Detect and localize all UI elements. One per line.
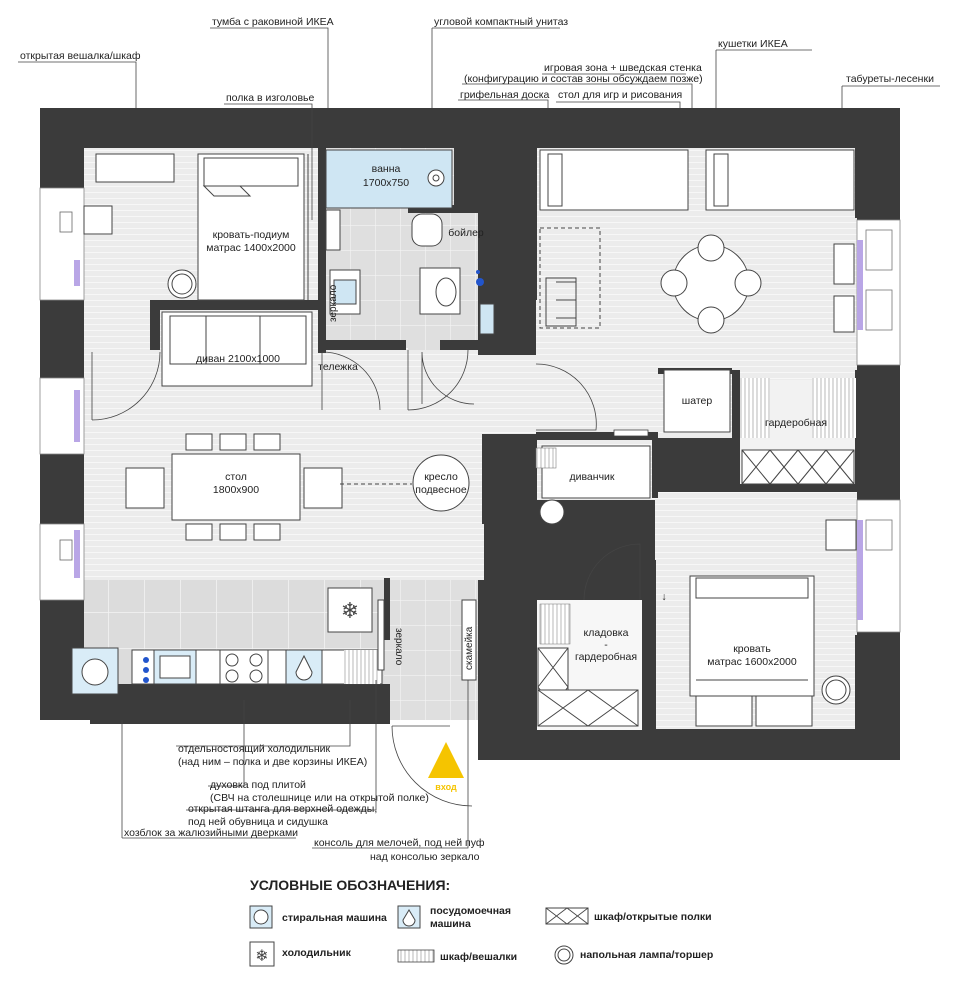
callout-text-bottom: отдельностоящий холодильник (над ним – п… [124, 743, 485, 863]
entrance-label: вход [435, 782, 457, 792]
armchair-label-2: подвесное [415, 484, 467, 496]
bench [461, 599, 477, 681]
doors [91, 349, 641, 807]
bed-main-label-2: матрас 1600х2000 [707, 656, 797, 668]
callout-play-zone-note: (конфигурацию и состав зоны обсуждаем по… [464, 73, 703, 85]
callout-bottom-1: отдельностоящий холодильник [178, 743, 331, 755]
dining-table [171, 453, 301, 521]
callout-bottom-3: духовка под плитой [210, 779, 306, 791]
callout-bottom-6: под ней обувница и сидушка [188, 816, 328, 828]
partitions [40, 120, 900, 760]
callout-bottom-5: открытая штанга для верхней одежды, [188, 803, 377, 815]
legend-dishwasher-1: посудомоечная [430, 905, 511, 917]
furniture [71, 149, 857, 727]
callout-sink-cabinet: тумба с раковиной ИКЕА [212, 16, 334, 28]
pantry-label-3: гардеробная [575, 651, 637, 663]
bed-main-label-1: кровать [733, 643, 771, 655]
bed-podium-label-1: кровать-подиум [213, 229, 290, 241]
hanging-chair [412, 454, 470, 512]
mirror-hall-label: зеркало [393, 628, 404, 666]
legend-wardrobe-hangers: шкаф/вешалки [440, 951, 517, 963]
callout-play-zone: игровая зона + шведская стенка [544, 62, 702, 74]
callout-play-table: стол для игр и рисования [558, 89, 682, 101]
legend-dishwasher-2: машина [430, 918, 471, 930]
legend-fridge: холодильник [282, 947, 352, 959]
pantry-label-2: - [604, 639, 608, 651]
legend: УСЛОВНЫЕ ОБОЗНАЧЕНИЯ: стиральная машина … [249, 877, 713, 967]
callout-bottom-2: (над ним – полка и две корзины ИКЕА) [178, 756, 367, 768]
cart-label: тележка [318, 361, 358, 373]
callout-bottom-9: над консолью зеркало [370, 851, 480, 863]
snowflake-icon: ❄ [341, 599, 359, 624]
table-label-2: 1800х900 [213, 484, 259, 496]
callout-bottom-7: хозблок за жалюзийными дверками [124, 827, 298, 839]
boiler-label: бойлер [448, 227, 484, 239]
callout-lines-top [18, 27, 940, 220]
window-right-2 [856, 499, 901, 633]
armchair-label-1: кресло [424, 471, 458, 483]
entrance-marker [428, 742, 464, 778]
shelf-hanger [95, 153, 175, 183]
callout-hanger: открытая вешалка/шкаф [20, 50, 141, 62]
sofa-label: диван 2100х1000 [196, 353, 280, 365]
legend-open-shelves-icon [545, 907, 589, 925]
callout-toilet: угловой компактный унитаз [434, 16, 568, 28]
legend-washer: стиральная машина [282, 912, 387, 924]
bath-label-2: 1700х750 [363, 177, 409, 189]
bath-label-1: ванна [372, 163, 401, 175]
callout-lines-bottom [121, 680, 469, 849]
room-labels: кровать-подиум матрас 1400х2000 ванна 17… [196, 163, 827, 670]
legend-fridge-icon [249, 941, 275, 967]
window-right-1 [856, 219, 901, 366]
legend-snowflake-icon: ❄ [255, 946, 268, 965]
fridge [327, 587, 373, 633]
table-label-1: стол [225, 471, 247, 483]
tent-label: шатер [682, 395, 713, 407]
callout-chalkboard: грифельная доска [460, 89, 550, 101]
wardrobe-shelves [741, 449, 855, 485]
legend-wardrobe-icon [397, 949, 435, 963]
legend-title: УСЛОВНЫЕ ОБОЗНАЧЕНИЯ: [250, 877, 450, 893]
bench-label: скамейка [464, 626, 475, 670]
mirror-bath-label: зеркало [328, 284, 339, 322]
legend-floor-lamp: напольная лампа/торшер [580, 949, 713, 961]
callout-ladder-stools: табуреты-лесенки [846, 73, 934, 85]
loft-bed-2 [705, 149, 855, 211]
pantry-label-1: кладовка [584, 627, 629, 639]
tent [663, 369, 731, 433]
loft-bed-1 [539, 149, 689, 211]
small-sofa-label: диванчик [569, 471, 614, 483]
wardrobe-label: гардеробная [765, 417, 827, 429]
legend-open-shelves: шкаф/открытые полки [594, 911, 712, 923]
callout-loft-beds: кушетки ИКЕА [718, 38, 788, 50]
callout-text-top: открытая вешалка/шкаф тумба с раковиной … [20, 16, 934, 104]
callout-bottom-4: (СВЧ на столешнице или на открытой полке… [210, 792, 429, 804]
callout-head-shelf: полка в изголовье [226, 92, 315, 104]
bed-podium-label-2: матрас 1400х2000 [206, 242, 296, 254]
windows [39, 187, 901, 633]
callout-bottom-8: консоль для мелочей, под ней пуф [314, 837, 485, 849]
door-arrow: ↓ [661, 591, 666, 603]
